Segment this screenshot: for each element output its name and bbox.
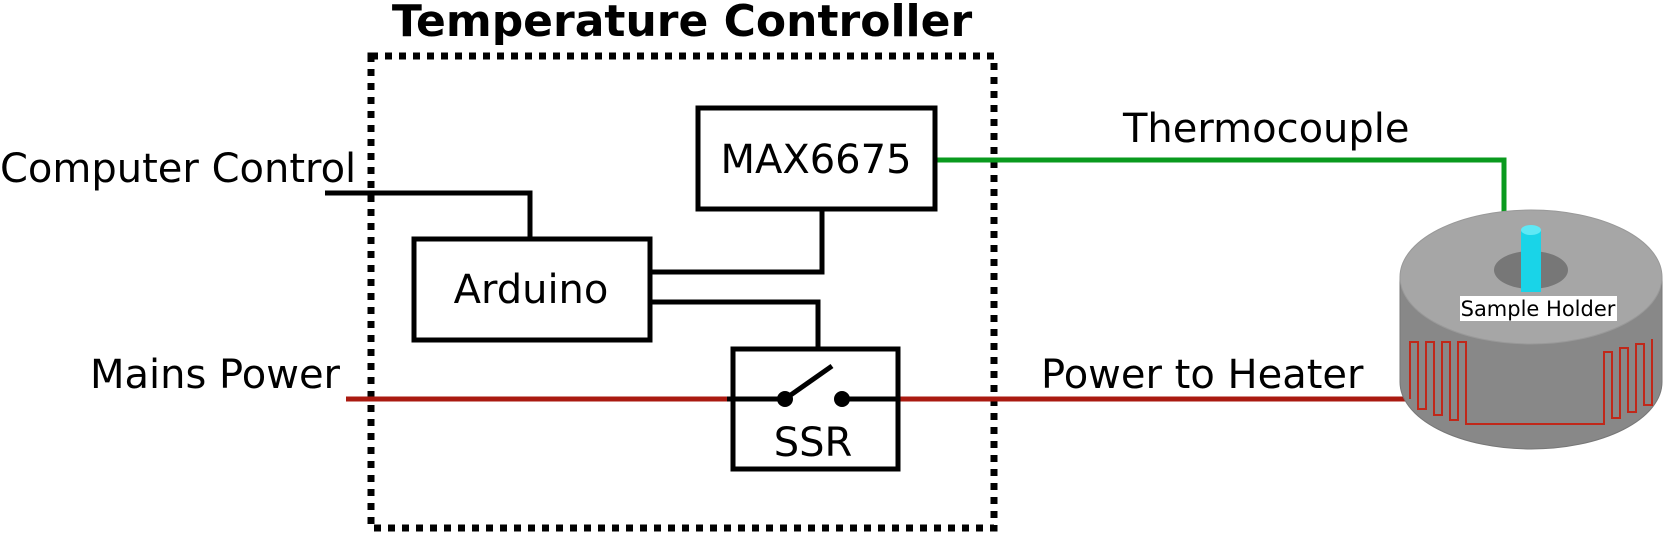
ssr-module: SSR bbox=[727, 346, 901, 472]
heater-assembly: Sample Holder bbox=[1399, 209, 1663, 450]
arduino-module: Arduino bbox=[411, 236, 653, 343]
computer-control-label: Computer Control bbox=[0, 146, 356, 192]
sample-rod bbox=[1521, 230, 1541, 292]
arduino-label: Arduino bbox=[454, 267, 609, 313]
thermocouple-label: Thermocouple bbox=[1122, 106, 1410, 152]
ssr-contact-right bbox=[834, 391, 850, 407]
max6675-label: MAX6675 bbox=[720, 137, 911, 183]
sample-rod-top bbox=[1521, 225, 1541, 235]
diagram-title: Temperature Controller bbox=[392, 0, 973, 47]
heater-coil bbox=[1409, 339, 1653, 425]
controller-enclosure bbox=[367, 52, 998, 532]
arduino-max6675-wire bbox=[650, 210, 825, 275]
arduino-ssr-wire bbox=[650, 299, 821, 348]
mains-power-label: Mains Power bbox=[90, 352, 341, 398]
sample-holder-label-box bbox=[1460, 296, 1617, 321]
max6675-module: MAX6675 bbox=[695, 105, 938, 212]
computer-control-wire bbox=[325, 190, 533, 238]
ssr-switch-arm bbox=[783, 363, 834, 402]
power-to-heater-label: Power to Heater bbox=[1041, 352, 1364, 398]
ssr-label: SSR bbox=[774, 420, 853, 466]
sample-holder-label: Sample Holder bbox=[1461, 297, 1616, 321]
